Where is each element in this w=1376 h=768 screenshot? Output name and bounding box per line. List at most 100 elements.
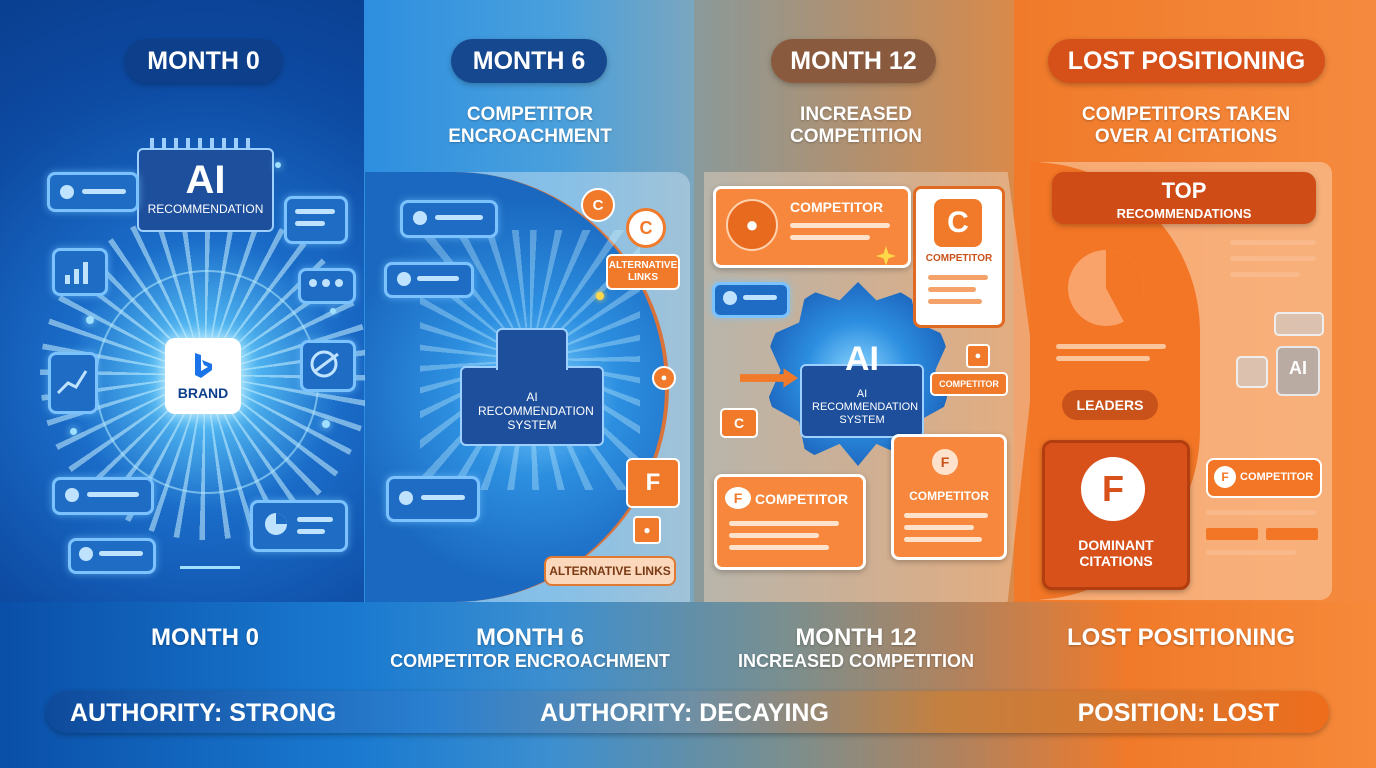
pie-chart-bubble: [250, 500, 348, 552]
person-icon: ●: [633, 516, 661, 544]
chat-bubble-left-top: [47, 172, 139, 212]
chat-bubble-p1-top: [400, 200, 498, 238]
text-line: [1056, 356, 1150, 361]
globe-icon: [310, 350, 339, 378]
competitor-card-top-left: ● COMPETITOR: [713, 186, 911, 268]
competitor-card-white: C COMPETITOR: [913, 186, 1005, 328]
stage-pill-month-12: MONTH 12: [771, 39, 936, 83]
brand-tile: BRAND: [165, 338, 241, 414]
ai-system-subtitle-p2: AI RECOMMENDATION SYSTEM: [812, 388, 919, 426]
ai-system-subtitle: AI RECOMMENDATION SYSTEM: [478, 390, 594, 432]
chart-bubble-bars: [52, 248, 108, 296]
ai-system-chip: AI AI RECOMMENDATION SYSTEM: [460, 332, 604, 446]
chat-bubble-p1-mid: [384, 262, 474, 298]
text-line: [1230, 272, 1300, 277]
ai-recommendation-chip: AI RECOMMENDATION: [137, 148, 274, 232]
glow-dot: [330, 308, 336, 314]
alternative-links-label: ALTERNATIVE LINKS: [544, 556, 676, 586]
glow-dot: [322, 420, 330, 428]
footer-month-12: MONTH 12: [795, 624, 917, 651]
position-lost-label: POSITION: LOST: [1077, 699, 1279, 727]
authority-decaying-label: AUTHORITY: DECAYING: [540, 699, 829, 727]
chat-bubble-p1-bottom: [386, 476, 480, 522]
ai-chip-title: AI: [185, 158, 226, 202]
chat-bubble-left-bottom: [52, 477, 154, 515]
text-line: [1056, 344, 1166, 349]
glow-dot: [70, 428, 77, 435]
top-recommendations-banner: TOP RECOMMENDATIONS: [1052, 172, 1316, 224]
stage-pill-month-0: MONTH 0: [125, 39, 282, 83]
competitor-card-bottom-right: F COMPETITOR: [891, 434, 1007, 560]
dominant-citations-card: F DOMINANT CITATIONS: [1042, 440, 1190, 590]
ai-system-chip-top: [496, 328, 568, 370]
ellipsis-bubble: [298, 268, 356, 304]
text-line: [1206, 510, 1316, 515]
trend-chart-icon: [56, 370, 88, 395]
person-icon: ●: [726, 199, 778, 251]
competitor-label: COMPETITOR: [909, 489, 989, 503]
bing-logo-icon: [195, 353, 212, 378]
text-line: [1230, 240, 1316, 245]
glow-dot: [86, 316, 94, 324]
small-bubble: [1236, 356, 1268, 388]
stage-subtitle-month-12: INCREASED COMPETITION: [790, 104, 922, 147]
ai-chip-small: AI: [1276, 346, 1320, 396]
competitor-f-icon: F: [725, 487, 751, 509]
pie-chart-icon: [265, 513, 287, 535]
stage-subtitle-lost: COMPETITORS TAKEN OVER AI CITATIONS: [1081, 104, 1291, 147]
pie-chart-icon: [1068, 250, 1145, 326]
competitor-c-icon: C: [720, 408, 758, 438]
footer-month-6: MONTH 6: [476, 624, 584, 651]
divider-line: [180, 566, 240, 569]
stage-pill-month-6: MONTH 6: [451, 39, 607, 83]
trend-chart-bubble: [48, 352, 98, 414]
footer-month-0: MONTH 0: [151, 624, 259, 651]
text-line: [1206, 550, 1296, 555]
competitor-label: COMPETITOR: [925, 253, 993, 264]
ai-chip-subtitle: RECOMMENDATION: [147, 202, 264, 216]
authority-status-bar: AUTHORITY: STRONG AUTHORITY: DECAYING PO…: [46, 691, 1329, 733]
stage-subtitle-month-6: COMPETITOR ENCROACHMENT: [448, 104, 612, 147]
dominant-citations-label: DOMINANT CITATIONS: [1078, 537, 1154, 569]
chat-bubble-p2: [712, 282, 790, 318]
stage-pill-lost: LOST POSITIONING: [1048, 39, 1325, 83]
glow-dot: [275, 162, 281, 168]
bar-chart-icon: [65, 262, 88, 284]
leaders-badge: LEADERS: [1062, 390, 1158, 420]
ai-system-title-p2: AI: [845, 340, 879, 378]
competitor-c-icon: C: [581, 188, 615, 222]
chat-bubble-bottom: [68, 538, 156, 574]
competitor-f-icon: F: [626, 458, 680, 508]
person-icon: ●: [966, 344, 990, 368]
footer-lost: LOST POSITIONING: [1066, 624, 1295, 651]
competitor-c-icon: C: [934, 199, 982, 247]
brand-label: BRAND: [177, 385, 229, 401]
footer-month-12-sub: INCREASED COMPETITION: [737, 651, 974, 671]
competitor-badge-p3: F COMPETITOR: [1206, 458, 1322, 498]
person-icon: ●: [652, 366, 676, 390]
competitor-label-small: COMPETITOR: [930, 372, 1008, 396]
authority-strong-label: AUTHORITY: STRONG: [70, 699, 337, 727]
small-bubble: [1274, 312, 1324, 336]
ai-small-label: AI: [1289, 358, 1307, 378]
competitor-f-icon: F: [932, 449, 958, 475]
globe-bubble: [300, 340, 356, 392]
glow-dot: [596, 292, 604, 300]
ai-system-chip-p2: AI AI RECOMMENDATION SYSTEM: [800, 340, 924, 438]
top-label: TOP: [1161, 178, 1207, 203]
alternative-links-badge-small: ALTERNATIVE LINKS: [606, 254, 680, 290]
competitor-c-icon: C: [626, 208, 666, 248]
text-block: [1206, 528, 1258, 540]
top-sub-label: RECOMMENDATIONS: [1116, 206, 1252, 221]
chip-pins: [150, 138, 258, 148]
competitor-label: COMPETITOR: [1240, 471, 1314, 483]
competitor-label: COMPETITOR: [755, 491, 849, 507]
competitor-f-logo-icon: F: [1081, 457, 1145, 521]
competitor-label: COMPETITOR: [790, 199, 884, 215]
text-line: [1230, 256, 1316, 261]
text-block: [1266, 528, 1318, 540]
competitor-card-bottom-left: F COMPETITOR: [714, 474, 866, 570]
chat-bubble-right-top: [284, 196, 348, 244]
footer-month-6-sub: COMPETITOR ENCROACHMENT: [390, 651, 670, 671]
competitor-f-icon: F: [1214, 466, 1236, 488]
